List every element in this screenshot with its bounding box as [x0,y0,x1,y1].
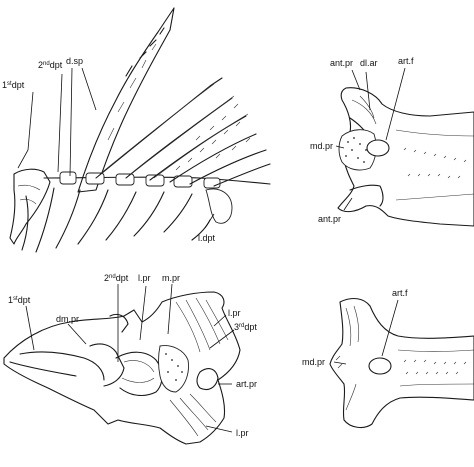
label-bl-lateral-process-bottom: l.pr [236,428,249,438]
median-ridge-stippled [158,345,189,393]
label-tl-dorsal-spine: d.sp [66,56,83,66]
label-bl-first-pterygiophore: 1stdpt [8,295,31,305]
panel-pterygiophore-complex [3,283,241,445]
label-bl-articular-process: art.pr [236,379,257,389]
label-tl-last-pterygiophore: l.dpt [198,233,216,243]
label-bl-median-process: m.pr [162,273,180,283]
complex-outline [3,291,241,445]
pterygiophore-outline-bottom [329,297,474,429]
label-tl-second-pterygiophore: 2nddpt [38,60,63,70]
panel-lateral-fin-skeleton [9,7,271,253]
label-bl-dorsomedial-process: dm.pr [56,314,79,324]
label-br-median-process: md.pr [302,357,325,367]
median-process-stippled [338,129,377,171]
articular-facet-top [366,139,390,157]
soft-rays [95,77,271,187]
cartilage-blocks [59,171,233,224]
label-tr-anterior-process-bottom: ant.pr [318,214,341,224]
label-bl-lateral-process-top: l.pr [138,273,151,283]
dorsal-spine [77,7,175,193]
panel-pterygiophore-dorsal [335,67,474,227]
label-bl-third-pterygiophore: 3rddpt [234,322,257,332]
label-tr-anterior-process-top: ant.pr [330,58,353,68]
label-br-articular-facet: art.f [392,288,408,298]
label-tr-articular-facet: art.f [398,56,414,66]
label-tr-median-process: md.pr [310,141,333,151]
panel-pterygiophore-ventral [329,297,474,429]
label-bl-lateral-process-right: l.pr [228,308,241,318]
label-tr-dorsolateral-arch: dl.ar [360,58,378,68]
label-tl-first-pterygiophore: 1stdpt [2,80,25,90]
first-pterygiophore [9,168,51,245]
label-bl-second-pterygiophore: 2nddpt [104,273,129,283]
pterygiophore-outline-top [337,87,474,227]
articular-facet-bottom [368,357,392,375]
